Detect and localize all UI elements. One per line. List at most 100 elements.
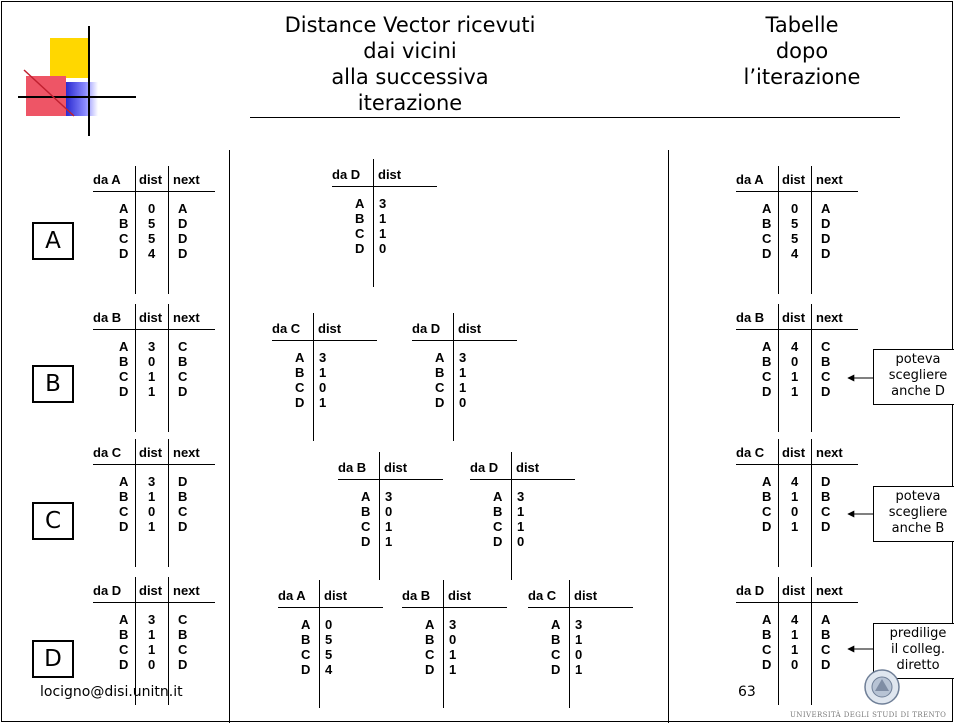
vector-dist-cell: 1	[575, 662, 583, 677]
vector-dist-cell: 1	[459, 380, 467, 395]
vector-dest-cell: A	[301, 617, 311, 632]
table-header-dist: dist	[139, 310, 163, 325]
table-dest-cell: C	[762, 504, 772, 519]
note-line: il colleg.	[890, 642, 946, 657]
table-dist-cell: 0	[148, 657, 156, 672]
vector-dest-cell: C	[301, 647, 311, 662]
table-header-dist: dist	[782, 445, 806, 460]
vector-dest-cell: A	[493, 489, 503, 504]
footer-email: locigno@disi.unitn.it	[40, 684, 183, 700]
table-divider	[811, 439, 812, 567]
table-next-cell: C	[178, 504, 188, 519]
table-next-cell: A	[178, 201, 188, 216]
table-next-cell: C	[178, 369, 188, 384]
vector-header-node: da B	[338, 460, 367, 475]
vector-header-dist: dist	[574, 588, 598, 603]
table-header-rule	[736, 464, 858, 465]
table-next-cell: B	[178, 627, 188, 642]
university-name: UNIVERSITÀ DEGLI STUDI DI TRENTO	[790, 711, 947, 719]
table-dest-cell: D	[762, 384, 772, 399]
table-dist-cell: 4	[791, 474, 799, 489]
vector-dest-cell: B	[355, 211, 365, 226]
vector-header-dist: dist	[384, 460, 408, 475]
table-header-rule	[736, 602, 858, 603]
table-header-node: da A	[736, 172, 764, 187]
vector-dest-cell: D	[301, 662, 311, 677]
vector-dist-cell: 0	[459, 395, 467, 410]
vector-dest-cell: B	[301, 632, 311, 647]
table-dist-cell: 3	[148, 474, 156, 489]
vector-dist-cell: 0	[449, 632, 457, 647]
vector-dist-cell: 1	[449, 647, 457, 662]
vector-header-node: da C	[528, 588, 557, 603]
table-next-cell: D	[821, 246, 831, 261]
vector-header-node: da D	[332, 167, 361, 182]
table-next-cell: C	[821, 369, 831, 384]
table-dist-cell: 1	[791, 489, 799, 504]
table-dist-cell: 1	[148, 384, 156, 399]
table-next-cell: D	[821, 216, 831, 231]
vector-dist-cell: 3	[449, 617, 457, 632]
vector-dist-cell: 3	[385, 489, 393, 504]
table-dest-cell: B	[119, 216, 129, 231]
table-divider	[811, 166, 812, 294]
table-dest-cell: C	[119, 504, 129, 519]
vector-header-node: da D	[470, 460, 499, 475]
table-header-next: next	[173, 310, 200, 325]
table-header-rule	[93, 464, 215, 465]
table-next-cell: A	[821, 612, 831, 627]
vector-dest-cell: C	[425, 647, 435, 662]
vector-header-rule	[528, 607, 633, 608]
deco-vertical-line	[88, 26, 90, 136]
vector-dist-cell: 0	[325, 617, 333, 632]
vector-header-rule	[470, 479, 575, 480]
vector-dist-cell: 1	[379, 211, 387, 226]
vector-dist-cell: 3	[517, 489, 525, 504]
table-dest-cell: B	[762, 627, 772, 642]
table-next-cell: D	[178, 384, 188, 399]
table-dest-cell: A	[119, 474, 129, 489]
table-dist-cell: 4	[791, 246, 799, 261]
table-header-dist: dist	[139, 445, 163, 460]
table-divider	[811, 577, 812, 705]
vector-dest-cell: A	[425, 617, 435, 632]
vector-dest-cell: D	[435, 395, 445, 410]
note-box: poteva scegliere anche B	[873, 486, 954, 542]
vector-dist-cell: 1	[319, 365, 327, 380]
vector-header-node: da A	[278, 588, 306, 603]
table-header-rule	[93, 329, 215, 330]
table-header-next: next	[173, 172, 200, 187]
vector-divider	[443, 580, 444, 708]
vector-header-rule	[278, 607, 383, 608]
table-divider	[811, 304, 812, 432]
table-next-cell: D	[821, 519, 831, 534]
table-divider	[168, 439, 169, 567]
table-next-cell: D	[821, 657, 831, 672]
note-line: poteva	[895, 489, 941, 504]
note-line: anche B	[891, 521, 945, 536]
table-next-cell: A	[821, 201, 831, 216]
vector-dest-cell: C	[551, 647, 561, 662]
table-header-node: da A	[93, 172, 121, 187]
table-header-dist: dist	[782, 310, 806, 325]
table-dest-cell: B	[119, 627, 129, 642]
vector-dest-cell: B	[493, 504, 503, 519]
table-next-cell: D	[178, 474, 188, 489]
